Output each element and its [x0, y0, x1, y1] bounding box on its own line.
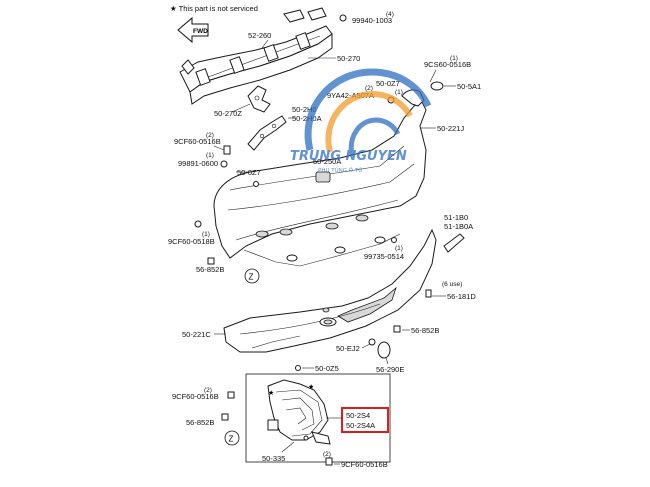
label-99735-0514: 99735-0514: [364, 252, 404, 261]
label-50-0z5: 50-0Z5: [315, 364, 339, 373]
inset-view-z: [245, 373, 391, 463]
label-56-852b-b: 56-852B: [411, 326, 439, 335]
qty-9cf60-a: (2): [206, 132, 214, 139]
qty-9cf60-c: (2): [204, 387, 212, 394]
clip-icon-6: [368, 338, 376, 346]
view-z-marker: Z: [244, 268, 260, 284]
svg-text:Z: Z: [229, 435, 234, 444]
label-50-5a1: 50-5A1: [457, 82, 481, 91]
star-marker-2: ★: [308, 383, 314, 391]
label-50-221c: 50-221C: [182, 330, 211, 339]
nut-icon-3: [391, 237, 397, 243]
clip-icon-2: [253, 181, 259, 187]
qty-56-181d: (6 use): [442, 281, 462, 288]
svg-text:Z: Z: [249, 273, 254, 282]
label-50-221j: 50-221J: [437, 124, 464, 133]
bracket-50-2h0: [247, 115, 287, 151]
qty-9cs60: (1): [450, 55, 458, 62]
label-50-2s4a: 50-2S4A: [346, 421, 375, 430]
label-9cf60-0518b: 9CF60-0518B: [168, 237, 215, 246]
qty-99735: (1): [395, 245, 403, 252]
bracket-50-270z: [247, 85, 271, 113]
label-51-1b0: 51-1B0: [444, 213, 468, 222]
label-50-0z7-left: 50-0Z7: [237, 168, 261, 177]
not-serviced-note: ★ This part is not serviced: [170, 4, 258, 13]
label-50-ej2: 50-EJ2: [336, 344, 360, 353]
label-50-0z7-top: 50-0Z7: [376, 79, 400, 88]
label-56-290e: 56-290E: [376, 365, 404, 374]
label-9cf60-0516b-d: 9CF60-0516B: [341, 460, 388, 469]
label-50-270z: 50-270Z: [214, 109, 242, 118]
label-52-260: 52-260: [248, 31, 271, 40]
qty-9cf60-d: (2): [323, 451, 331, 458]
label-9cf60-0516b-a: 9CF60-0516B: [174, 137, 221, 146]
label-9cf60-0516b-c: 9CF60-0516B: [172, 392, 219, 401]
clip-icon-5: [393, 325, 401, 333]
label-51-1b0a: 51-1B0A: [444, 222, 473, 231]
splash-shield-bracket: [267, 379, 331, 445]
label-50-270: 50-270: [337, 54, 360, 63]
qty-99940: (4): [386, 11, 394, 18]
tow-hook-cap: [377, 341, 391, 359]
clip-icon-3: [207, 257, 215, 265]
star-marker-1: ★: [268, 389, 274, 397]
watermark-logo: TRUNG NGUYEN PHỤ TÙNG Ô TÔ: [290, 68, 432, 174]
qty-9cf60-b: (1): [202, 231, 210, 238]
highlight-box: [341, 407, 389, 433]
label-99940-1003: 99940-1003: [352, 16, 392, 25]
label-50-2h0: 50-2H0: [292, 105, 317, 114]
clip-icon-4: [425, 289, 432, 298]
fwd-arrow-icon: FWD: [177, 16, 209, 44]
label-56-852b-a: 56-852B: [196, 265, 224, 274]
qty-99891: (1): [206, 152, 214, 159]
cap-icon: [430, 81, 444, 91]
label-9ya42-a507a: 9YA42-A507A: [327, 91, 374, 100]
clip-icon-8: [221, 413, 229, 421]
bumper-cover-lower: [223, 228, 437, 353]
screw-icon: [223, 145, 231, 155]
clip-icon-7: [295, 365, 301, 371]
fwd-label: FWD: [193, 28, 208, 35]
watermark-sub: PHỤ TÙNG Ô TÔ: [318, 167, 363, 174]
nut-icon-2: [220, 160, 228, 168]
screw-icon-2: [194, 220, 202, 228]
nut-icon: [339, 14, 347, 22]
label-50-250a: 50-250A: [313, 157, 341, 166]
screw-icon-3: [227, 391, 235, 399]
watermark-brand: TRUNG NGUYEN: [290, 149, 407, 164]
label-56-852b-c: 56-852B: [186, 418, 214, 427]
qty-9ya42: (2): [365, 85, 373, 92]
bumper-reinforcement: [179, 7, 333, 105]
qty-50-0z7-top: (1): [395, 89, 403, 96]
label-56-181d: 56-181D: [447, 292, 476, 301]
label-50-2s4: 50-2S4: [346, 411, 370, 420]
label-99891-0600: 99891-0600: [178, 159, 218, 168]
label-9cs60-0516b: 9CS60-0516B: [424, 60, 471, 69]
screw-icon-4: [325, 457, 333, 466]
rear-reflector: [443, 233, 465, 253]
view-z-marker-inset: Z: [224, 430, 240, 446]
label-50-335: 50-335: [262, 454, 285, 463]
